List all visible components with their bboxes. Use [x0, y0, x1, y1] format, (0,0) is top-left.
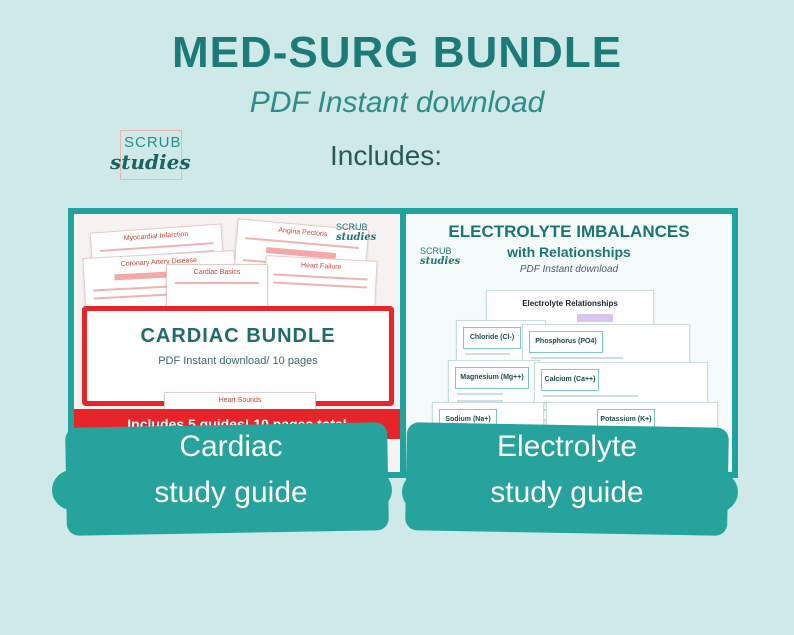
electrolyte-title: ELECTROLYTE IMBALANCES	[448, 222, 690, 241]
electrolyte-label-brush-stroke	[402, 472, 738, 512]
cardiac-label-line1: Cardiac	[179, 430, 283, 463]
includes-label: Includes:	[330, 140, 443, 171]
sheet-tag: Phosphorus (PO4)	[529, 331, 603, 353]
electrolyte-label-line2: study guide	[490, 476, 644, 509]
sheet-title: Heart Failure	[300, 261, 342, 272]
sheet-title: Electrolyte Relationships	[522, 299, 618, 308]
sheet-title: Cardiac Basics	[193, 269, 241, 276]
sheet-title: Heart Sounds	[218, 397, 262, 404]
cardiac-label-brush-stroke	[52, 470, 392, 510]
logo-studies-text: studies	[110, 150, 191, 174]
electrolyte-label-line1: Electrolyte	[496, 430, 638, 463]
page-subtitle: PDF Instant download	[249, 86, 545, 119]
electrolyte-subtitle: with Relationships	[507, 244, 631, 260]
logo-frame	[120, 130, 182, 180]
logo-scrub-text: SCRUB	[124, 134, 182, 151]
cardiac-bundle-banner: CARDIAC BUNDLE PDF Instant download/ 10 …	[82, 306, 394, 406]
page-title: MED-SURG BUNDLE	[171, 28, 623, 77]
electrolyte-pdf-label: PDF Instant download	[519, 264, 619, 275]
sheet-tag: Calcium (Ca++)	[541, 369, 599, 391]
sheet-tag: Magnesium (Mg++)	[455, 367, 529, 389]
scrub-studies-logo: SCRUB studies	[110, 130, 210, 180]
cardiac-banner-subtitle: PDF Instant download/ 10 pages	[158, 355, 318, 367]
sheet-tag: Chloride (Cl-)	[463, 327, 521, 349]
cardiac-banner-title: CARDIAC BUNDLE	[140, 325, 336, 347]
cardiac-label-line2: study guide	[154, 476, 308, 509]
